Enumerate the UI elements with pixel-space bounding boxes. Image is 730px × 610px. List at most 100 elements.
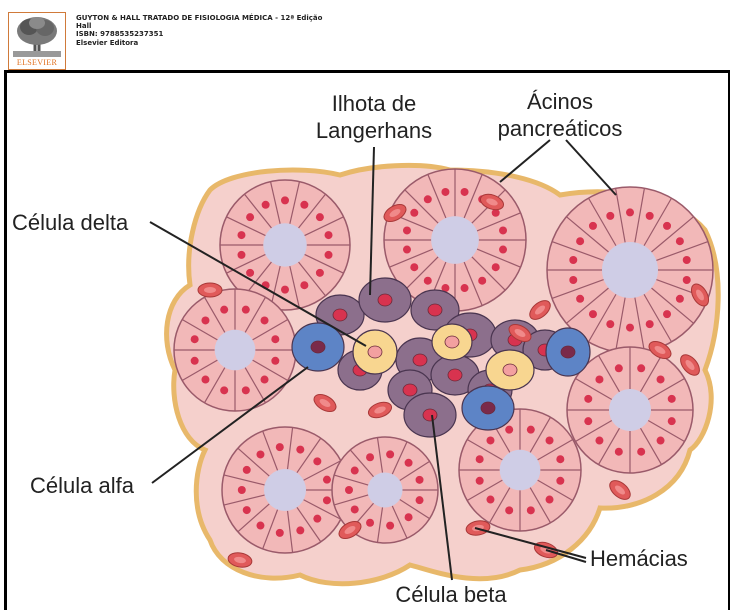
nucleus	[461, 284, 469, 292]
label-hemacias: Hemácias	[590, 546, 688, 571]
leader-acinos-2	[566, 140, 616, 195]
acinus-lumen	[602, 242, 658, 298]
nucleus	[220, 386, 228, 394]
nucleus	[313, 515, 321, 523]
nucleus	[246, 269, 254, 277]
nucleus	[595, 437, 603, 445]
nucleus	[527, 506, 535, 514]
nucleus	[416, 496, 424, 504]
book-info: GUYTON & HALL TRATADO DE FISIOLOGIA MÉDI…	[76, 14, 322, 47]
nucleus	[271, 335, 279, 343]
acinus-lumen	[431, 216, 479, 264]
nucleus	[351, 505, 359, 513]
nucleus	[637, 448, 645, 456]
nucleus	[410, 209, 418, 217]
nucleus	[441, 188, 449, 196]
nucleus	[626, 324, 634, 332]
nucleus	[527, 426, 535, 434]
nucleus	[403, 246, 411, 254]
nucleus	[243, 466, 251, 474]
acinus	[222, 427, 348, 553]
nucleus	[276, 529, 284, 537]
label-acinos-2: pancreáticos	[498, 116, 623, 141]
nucleus	[281, 286, 289, 294]
nucleus	[505, 506, 513, 514]
nucleus	[569, 276, 577, 284]
nucleus	[663, 222, 671, 230]
label-ilhota-1: Ilhota de	[332, 91, 416, 116]
nucleus	[424, 277, 432, 285]
acinus-lumen	[500, 450, 541, 491]
nucleus	[576, 237, 584, 245]
nucleus	[366, 453, 374, 461]
nucleus	[589, 310, 597, 318]
delta-cell	[486, 350, 534, 390]
nucleus	[683, 276, 691, 284]
nucleus	[296, 446, 304, 454]
nucleus	[486, 496, 494, 504]
nucleus	[316, 213, 324, 221]
logo-text: ELSEVIER	[9, 58, 65, 67]
nucleus	[676, 237, 684, 245]
nucleus	[261, 376, 269, 384]
pancreas-diagram: Ilhota de Langerhans Ácinos pancreáticos…	[0, 70, 730, 610]
nucleus	[238, 486, 246, 494]
header: ELSEVIER GUYTON & HALL TRATADO DE FISIOL…	[0, 0, 730, 68]
nucleus	[584, 417, 592, 425]
elsevier-logo: ELSEVIER	[8, 12, 66, 70]
nucleus	[424, 195, 432, 203]
nucleus	[646, 212, 654, 220]
nucleus	[366, 519, 374, 527]
nucleus	[271, 357, 279, 365]
nucleus	[637, 364, 645, 372]
book-title: GUYTON & HALL TRATADO DE FISIOLOGIA MÉDI…	[76, 14, 322, 22]
red-blood-cell	[198, 283, 222, 297]
nucleus	[242, 386, 250, 394]
nucleus	[410, 263, 418, 271]
nucleus	[300, 201, 308, 209]
nucleus	[262, 201, 270, 209]
nucleus	[499, 226, 507, 234]
nucleus	[492, 263, 500, 271]
delta-cell	[353, 330, 397, 374]
nucleus	[606, 320, 614, 328]
nucleus	[191, 335, 199, 343]
nucleus	[663, 310, 671, 318]
nucleus	[325, 251, 333, 259]
nucleus	[556, 477, 564, 485]
nucleus	[296, 526, 304, 534]
nucleus	[606, 212, 614, 220]
nucleus	[676, 295, 684, 303]
book-publisher: Elsevier Editora	[76, 39, 322, 47]
nucleus	[589, 222, 597, 230]
label-celula-beta: Célula beta	[395, 582, 507, 607]
acinus	[174, 289, 296, 411]
nucleus	[657, 437, 665, 445]
book-isbn: ISBN: 9788535237351	[76, 30, 322, 38]
nucleus	[569, 256, 577, 264]
nucleus	[246, 213, 254, 221]
nucleus	[300, 281, 308, 289]
book-author: Hall	[76, 22, 322, 30]
acinus-lumen	[215, 330, 256, 371]
nucleus	[345, 486, 353, 494]
beta-cell	[359, 278, 411, 322]
nucleus	[351, 467, 359, 475]
nucleus	[237, 251, 245, 259]
acinus-lumen	[264, 469, 306, 511]
alpha-cell	[462, 386, 514, 430]
nucleus	[220, 306, 228, 314]
nucleus	[201, 316, 209, 324]
nucleus	[668, 395, 676, 403]
acinus-lumen	[263, 223, 306, 266]
nucleus	[657, 375, 665, 383]
nucleus	[323, 496, 331, 504]
delta-cell	[432, 324, 472, 360]
nucleus	[615, 364, 623, 372]
nucleus	[584, 395, 592, 403]
nucleus	[256, 522, 264, 530]
label-ilhota-2: Langerhans	[316, 118, 432, 143]
nucleus	[256, 450, 264, 458]
alpha-cell	[546, 328, 590, 376]
nucleus	[416, 476, 424, 484]
